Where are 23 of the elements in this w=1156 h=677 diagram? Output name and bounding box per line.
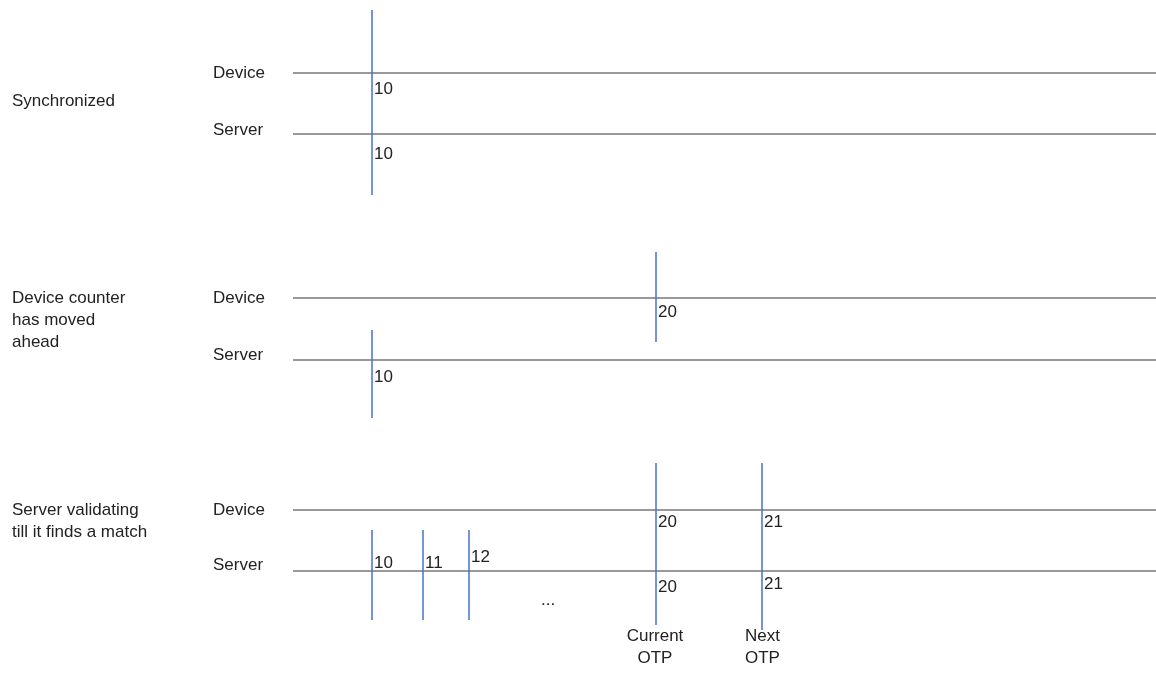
state-caption: Synchronized [12, 90, 115, 112]
counter-value: 10 [374, 366, 393, 388]
row-label: Server [213, 554, 264, 576]
counter-value: 20 [658, 301, 677, 323]
state-caption: Server validating till it finds a match [12, 499, 149, 543]
counter-value: 20 [658, 576, 677, 598]
row-label: Device [213, 287, 265, 309]
marker-caption: Current OTP [625, 625, 685, 669]
counter-value: 21 [764, 511, 783, 533]
counter-value: 20 [658, 511, 677, 533]
counter-value: 12 [471, 546, 490, 568]
counter-value: 10 [374, 78, 393, 100]
marker-caption: Next OTP [744, 625, 781, 669]
state-caption: Device counter has moved ahead [12, 287, 127, 353]
counter-value: 10 [374, 552, 393, 574]
row-label: Server [213, 344, 264, 366]
row-label: Device [213, 62, 265, 84]
counter-value: 21 [764, 573, 783, 595]
ellipsis: ... [541, 589, 556, 611]
row-label: Server [213, 119, 264, 141]
counter-value: 10 [374, 143, 393, 165]
counter-value: 11 [425, 552, 443, 574]
row-label: Device [213, 499, 265, 521]
